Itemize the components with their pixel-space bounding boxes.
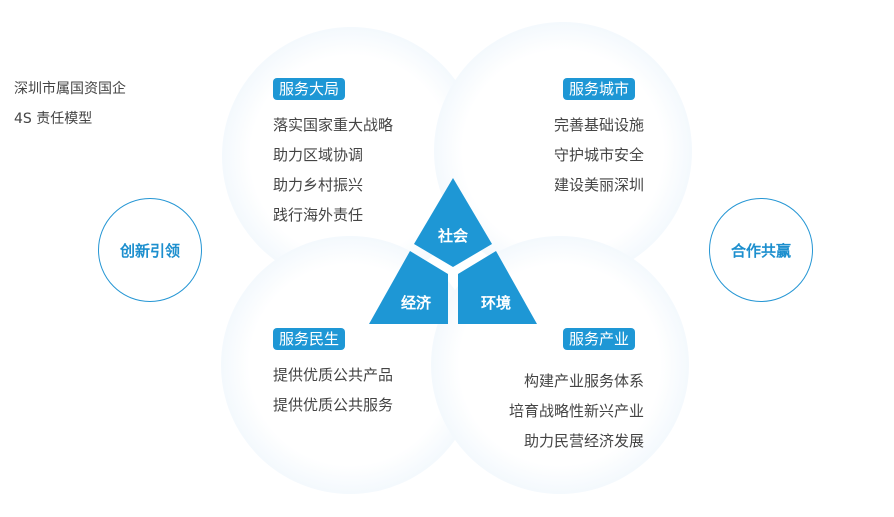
list-item: 落实国家重大战略 — [273, 116, 394, 134]
list-item: 提供优质公共产品 — [273, 366, 394, 384]
label-economy: 经济 — [401, 294, 432, 312]
model-intro: 深圳市属国资国企 4S 责任模型 — [14, 74, 126, 134]
triangle-diagram: 社会 经济 环境 — [369, 178, 537, 324]
quadrant-title: 服务大局 — [273, 78, 346, 100]
intro-line-2: 4S 责任模型 — [14, 111, 93, 127]
cooperation-circle: 合作共赢 — [709, 198, 813, 302]
list-item: 助力民营经济发展 — [523, 432, 644, 450]
list-item: 提供优质公共服务 — [273, 396, 394, 414]
quadrant-list: 提供优质公共产品 提供优质公共服务 — [273, 360, 393, 420]
list-item: 建设美丽深圳 — [553, 176, 644, 194]
triangle-environment — [458, 251, 537, 324]
quadrant-title: 服务民生 — [273, 328, 346, 350]
list-item: 助力区域协调 — [273, 146, 364, 164]
quadrant-title: 服务城市 — [563, 78, 636, 100]
list-item: 培育战略性新兴产业 — [508, 402, 644, 420]
label-social: 社会 — [437, 227, 468, 245]
label-environment: 环境 — [481, 294, 511, 312]
list-item: 守护城市安全 — [553, 146, 644, 164]
list-item: 构建产业服务体系 — [523, 372, 644, 390]
quadrant-title: 服务产业 — [563, 328, 636, 350]
triangle-economy — [369, 251, 448, 324]
list-item: 助力乡村振兴 — [273, 176, 364, 194]
intro-line-1: 深圳市属国资国企 — [14, 81, 126, 97]
list-item: 完善基础设施 — [553, 116, 644, 134]
innovation-circle: 创新引领 — [98, 198, 202, 302]
list-item: 践行海外责任 — [273, 206, 364, 224]
quadrant-list: 构建产业服务体系 培育战略性新兴产业 助力民营经济发展 — [509, 366, 644, 456]
quadrant-list: 落实国家重大战略 助力区域协调 助力乡村振兴 践行海外责任 — [273, 110, 393, 230]
triangle-social — [414, 178, 492, 267]
quadrant-list: 完善基础设施 守护城市安全 建设美丽深圳 — [554, 110, 644, 200]
